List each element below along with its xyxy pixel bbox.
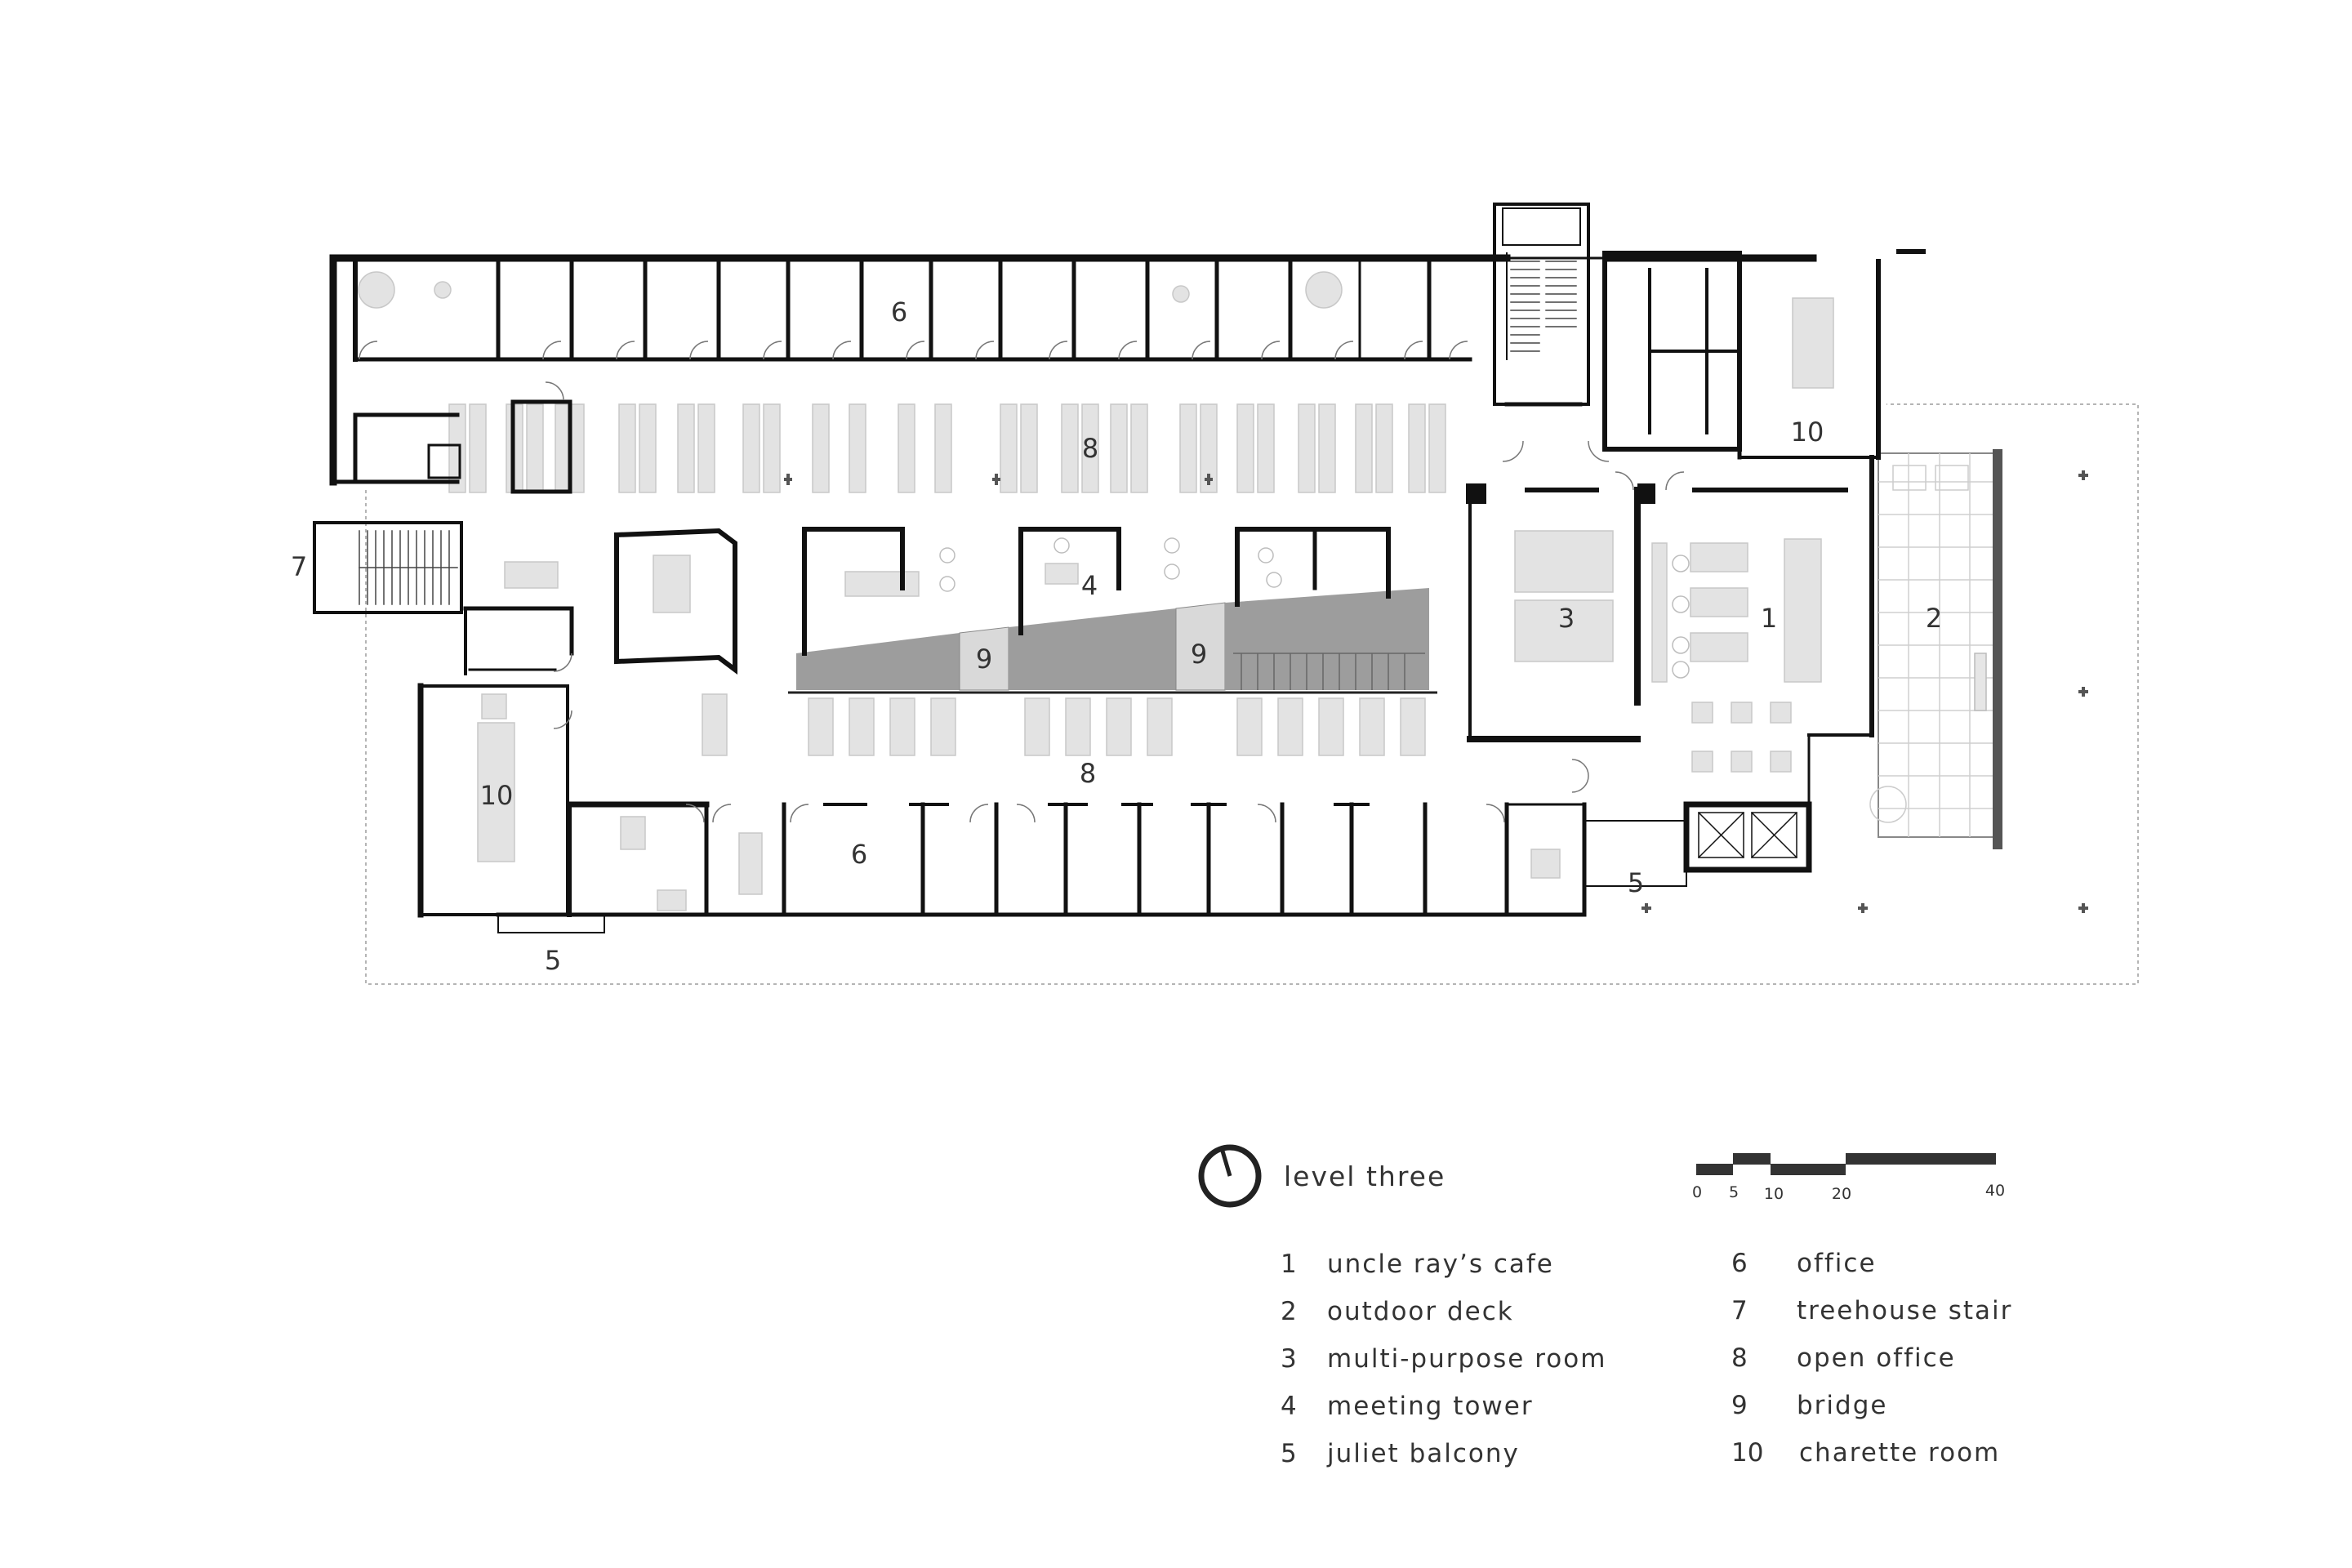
- door-swings: [359, 341, 1685, 823]
- furniture: [358, 271, 1834, 911]
- room-label-2: 2: [1926, 603, 1942, 634]
- plan-title: level three: [1284, 1160, 1446, 1192]
- legend-num-10: 10: [1731, 1438, 1763, 1468]
- room-label-5-west: 5: [545, 945, 561, 976]
- legend-label-6: office: [1797, 1249, 1877, 1278]
- walls: [313, 203, 1926, 933]
- legend-num-7: 7: [1731, 1296, 1748, 1325]
- room-label-9-west: 9: [976, 644, 992, 675]
- legend-label-3: multi-purpose room: [1327, 1344, 1606, 1374]
- scale-bar: [1696, 1153, 1996, 1175]
- room-label-6-south: 6: [851, 839, 867, 870]
- legend-label-2: outdoor deck: [1327, 1297, 1514, 1326]
- room-label-4: 4: [1081, 570, 1098, 601]
- room-label-1: 1: [1761, 603, 1777, 634]
- chairs: [939, 537, 1690, 679]
- legend-num-5: 5: [1281, 1439, 1297, 1468]
- legend-label-9: bridge: [1797, 1391, 1887, 1420]
- legend-num-8: 8: [1731, 1343, 1748, 1373]
- legend-num-9: 9: [1731, 1391, 1748, 1420]
- room-label-8-north: 8: [1082, 433, 1098, 464]
- room-label-10-north: 10: [1791, 416, 1824, 448]
- legend-label-5: juliet balcony: [1326, 1439, 1520, 1468]
- scale-tick-0: 0: [1692, 1183, 1702, 1201]
- scale-tick-5: 5: [1729, 1183, 1739, 1201]
- room-label-8-south: 8: [1080, 758, 1096, 789]
- scale-tick-10: 10: [1764, 1185, 1784, 1203]
- outdoor-deck: [1869, 449, 2002, 849]
- bridges: [788, 588, 1437, 694]
- room-labels: 1 2 3 4 5 5 6 6 7 8 8 9 9 10 10: [291, 296, 1942, 976]
- room-label-9-east: 9: [1191, 639, 1207, 670]
- scale-tick-20: 20: [1832, 1185, 1851, 1203]
- legend-label-7: treehouse stair: [1797, 1296, 2012, 1325]
- legend-num-3: 3: [1281, 1344, 1297, 1374]
- legend-label-4: meeting tower: [1327, 1392, 1534, 1421]
- scale-bar-ticks: 0 5 10 20 40: [1692, 1182, 2005, 1203]
- legend: 1 uncle ray’s cafe 2 outdoor deck 3 mult…: [1281, 1249, 2012, 1468]
- north-arrow-icon: [1198, 1144, 1262, 1208]
- legend-label-8: open office: [1797, 1343, 1956, 1373]
- room-label-6-north: 6: [891, 296, 907, 327]
- site-boundary: [365, 403, 2139, 985]
- scale-tick-40: 40: [1985, 1182, 2005, 1200]
- legend-num-1: 1: [1281, 1250, 1297, 1279]
- legend-num-4: 4: [1281, 1392, 1297, 1421]
- room-label-7: 7: [291, 551, 307, 582]
- room-label-3: 3: [1558, 603, 1575, 634]
- legend-num-6: 6: [1731, 1249, 1748, 1278]
- legend-num-2: 2: [1281, 1297, 1297, 1326]
- legend-label-1: uncle ray’s cafe: [1327, 1250, 1554, 1279]
- column-markers: [784, 470, 2088, 913]
- room-label-10-west: 10: [480, 780, 514, 811]
- legend-label-10: charette room: [1799, 1438, 2000, 1468]
- room-label-5-east: 5: [1628, 867, 1644, 898]
